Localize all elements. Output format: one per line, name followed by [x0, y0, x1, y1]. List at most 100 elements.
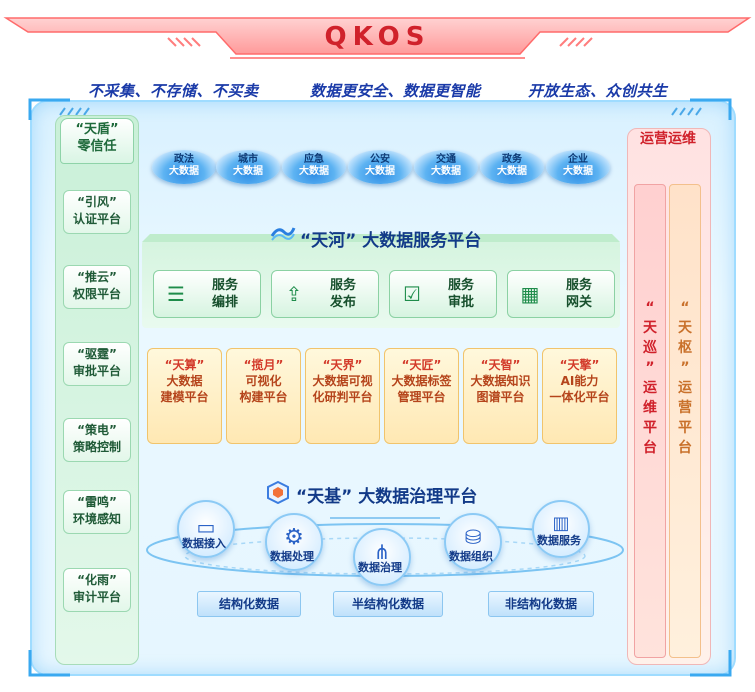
gateway-icon: ▦ [520, 282, 540, 306]
tianxun-char: 天 [643, 320, 657, 336]
laptop-icon: ▭ [196, 515, 216, 539]
pill-emergency[interactable]: 应急大数据 [282, 150, 346, 184]
left-item-permission[interactable]: “推云” 权限平台 [63, 265, 131, 309]
platform-desc: 大数据知识 [470, 374, 531, 388]
platform-desc: 构建平台 [239, 390, 288, 404]
platform-desc: 建模平台 [160, 390, 209, 404]
data-structured[interactable]: 结构化数据 [197, 591, 301, 617]
tianshu-char: “ [680, 300, 690, 316]
left-item-approval[interactable]: “驱霆” 审批平台 [63, 342, 131, 386]
tianshu-bar[interactable] [669, 184, 701, 658]
service-label: 服务审批 [430, 277, 492, 311]
platform-tianqing[interactable]: “天擎” AI能力一体化平台 [542, 348, 617, 444]
pill-bottom: 大数据 [563, 166, 593, 177]
tianxun-text: “ 天 巡 ” 运 维 平 台 [635, 298, 665, 458]
left-item-environment[interactable]: “雷鸣” 环境感知 [63, 490, 131, 534]
tianshu-char: 枢 [678, 340, 692, 356]
left-item-name: “雷鸣” [77, 495, 117, 509]
service-gateway[interactable]: ▦ 服务网关 [507, 270, 615, 318]
platform-desc: 大数据 [166, 374, 203, 388]
service-label: 服务编排 [194, 277, 256, 311]
data-semi-structured[interactable]: 半结构化数据 [333, 591, 443, 617]
service-orchestrate[interactable]: ☰ 服务编排 [153, 270, 261, 318]
platform-desc: 管理平台 [397, 390, 446, 404]
platform-desc: 大数据标签 [391, 374, 452, 388]
service-label-line1: 服务 [565, 278, 592, 293]
service-label: 服务网关 [548, 277, 610, 311]
network-icon: ⋔ [373, 540, 391, 564]
service-title-ribbon [142, 234, 620, 242]
service-label-line1: 服务 [211, 278, 238, 293]
node-data-governance[interactable]: ⋔ [353, 528, 411, 586]
platform-name: “天界” [322, 358, 363, 372]
platform-name: “揽月” [243, 358, 284, 372]
service-approve[interactable]: ☑ 服务审批 [389, 270, 497, 318]
pill-government[interactable]: 政务大数据 [480, 150, 544, 184]
tianshu-char: ” [680, 360, 690, 376]
pill-police[interactable]: 公安大数据 [348, 150, 412, 184]
pill-top: 政务 [502, 154, 522, 165]
operations-title: 运营运维 [640, 131, 696, 147]
tianxun-bar[interactable] [634, 184, 666, 658]
tianxun-char: 巡 [643, 340, 657, 356]
left-item-policy[interactable]: “策电” 策略控制 [63, 418, 131, 462]
banner-title: QKOS [324, 22, 431, 52]
pill-city[interactable]: 城市大数据 [216, 150, 280, 184]
service-label-line1: 服务 [447, 278, 474, 293]
platform-desc: 一体化平台 [549, 390, 610, 404]
service-label-line2: 审批 [447, 295, 474, 310]
server-icon: ⛁ [464, 525, 482, 549]
service-label-line2: 编排 [211, 295, 238, 310]
node-label-service: 数据服务 [537, 534, 581, 547]
platform-name: “天匠” [401, 358, 442, 372]
pill-bottom: 大数据 [497, 166, 527, 177]
node-data-ingest[interactable]: ▭ [177, 500, 235, 558]
hexagon-cube-icon [265, 480, 291, 505]
tianxun-char: “ [645, 300, 655, 316]
wave-logo-icon [270, 222, 296, 244]
pill-politics-law[interactable]: 政法大数据 [152, 150, 216, 184]
platform-tianjiang[interactable]: “天匠” 大数据标签管理平台 [384, 348, 459, 444]
platform-name: “天擎” [559, 358, 600, 372]
platform-desc: AI能力 [560, 374, 599, 388]
left-item-auth[interactable]: “引风” 认证平台 [63, 190, 131, 234]
slogan-1: 不采集、不存储、不买卖 [88, 82, 259, 100]
left-item-audit[interactable]: “化雨” 审计平台 [63, 568, 131, 612]
pill-top: 城市 [238, 154, 258, 165]
left-item-name: “化雨” [77, 573, 117, 587]
platform-desc: 大数据可视 [312, 374, 373, 388]
tianshu-char: 运 [678, 380, 692, 396]
left-item-desc: 策略控制 [72, 440, 121, 454]
platform-desc: 化研判平台 [312, 390, 373, 404]
pill-top: 应急 [304, 154, 324, 165]
node-data-processing[interactable]: ⚙ [265, 513, 323, 571]
node-data-organization[interactable]: ⛁ [444, 513, 502, 571]
pill-top: 公安 [370, 154, 390, 165]
pill-bottom: 大数据 [431, 166, 461, 177]
pill-traffic[interactable]: 交通大数据 [414, 150, 478, 184]
service-label-line2: 网关 [565, 295, 592, 310]
banner-frame [3, 17, 752, 59]
service-publish[interactable]: ⇪ 服务发布 [271, 270, 379, 318]
node-data-service[interactable]: ▥ [532, 500, 590, 558]
pill-bottom: 大数据 [365, 166, 395, 177]
zero-trust-title-line1: “天盾” [75, 122, 119, 137]
platform-lanyue[interactable]: “揽月”可视化构建平台 [226, 348, 301, 444]
pill-bottom: 大数据 [299, 166, 329, 177]
data-unstructured[interactable]: 非结构化数据 [488, 591, 594, 617]
pill-enterprise[interactable]: 企业大数据 [546, 150, 610, 184]
bar-chart-icon: ▥ [552, 513, 570, 534]
platform-tiansuan[interactable]: “天算”大数据建模平台 [147, 348, 222, 444]
pill-top: 企业 [568, 154, 588, 165]
node-label-processing: 数据处理 [270, 550, 314, 563]
left-item-name: “推云” [77, 270, 117, 284]
node-label-ingest: 数据接入 [182, 537, 226, 550]
tianshu-char: 天 [678, 320, 692, 336]
node-label-governance: 数据治理 [358, 561, 402, 574]
platform-tianjie[interactable]: “天界” 大数据可视化研判平台 [305, 348, 380, 444]
left-item-name: “策电” [77, 423, 117, 437]
approve-icon: ☑ [403, 282, 421, 306]
platform-tianzhi[interactable]: “天智”大数据知识图谱平台 [463, 348, 538, 444]
tianxun-char: 台 [643, 440, 657, 456]
list-icon: ☰ [167, 282, 185, 306]
